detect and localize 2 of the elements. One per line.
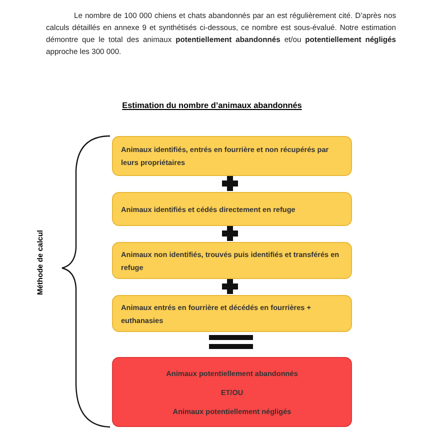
result-box [112, 357, 352, 427]
diagram-title: Estimation du nombre d’animaux abandonnés [121, 101, 303, 110]
